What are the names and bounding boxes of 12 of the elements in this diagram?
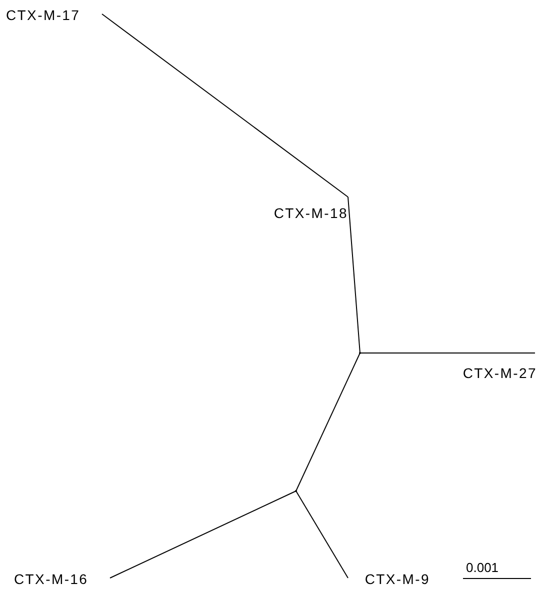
taxon-label: CTX-M-16 [14, 571, 88, 587]
tree-branch [110, 490, 296, 578]
tree-branch [296, 352, 360, 492]
taxon-label: CTX-M-9 [364, 571, 430, 587]
tree-branch [348, 196, 360, 354]
tree-branch [102, 14, 348, 198]
taxon-label: CTX-M-18 [274, 205, 348, 221]
taxon-label: CTX-M-17 [6, 7, 80, 23]
scale-label: 0.001 [466, 560, 499, 576]
tree-branch [360, 352, 536, 354]
taxon-label: CTX-M-27 [462, 365, 537, 381]
tree-branch [296, 490, 348, 578]
